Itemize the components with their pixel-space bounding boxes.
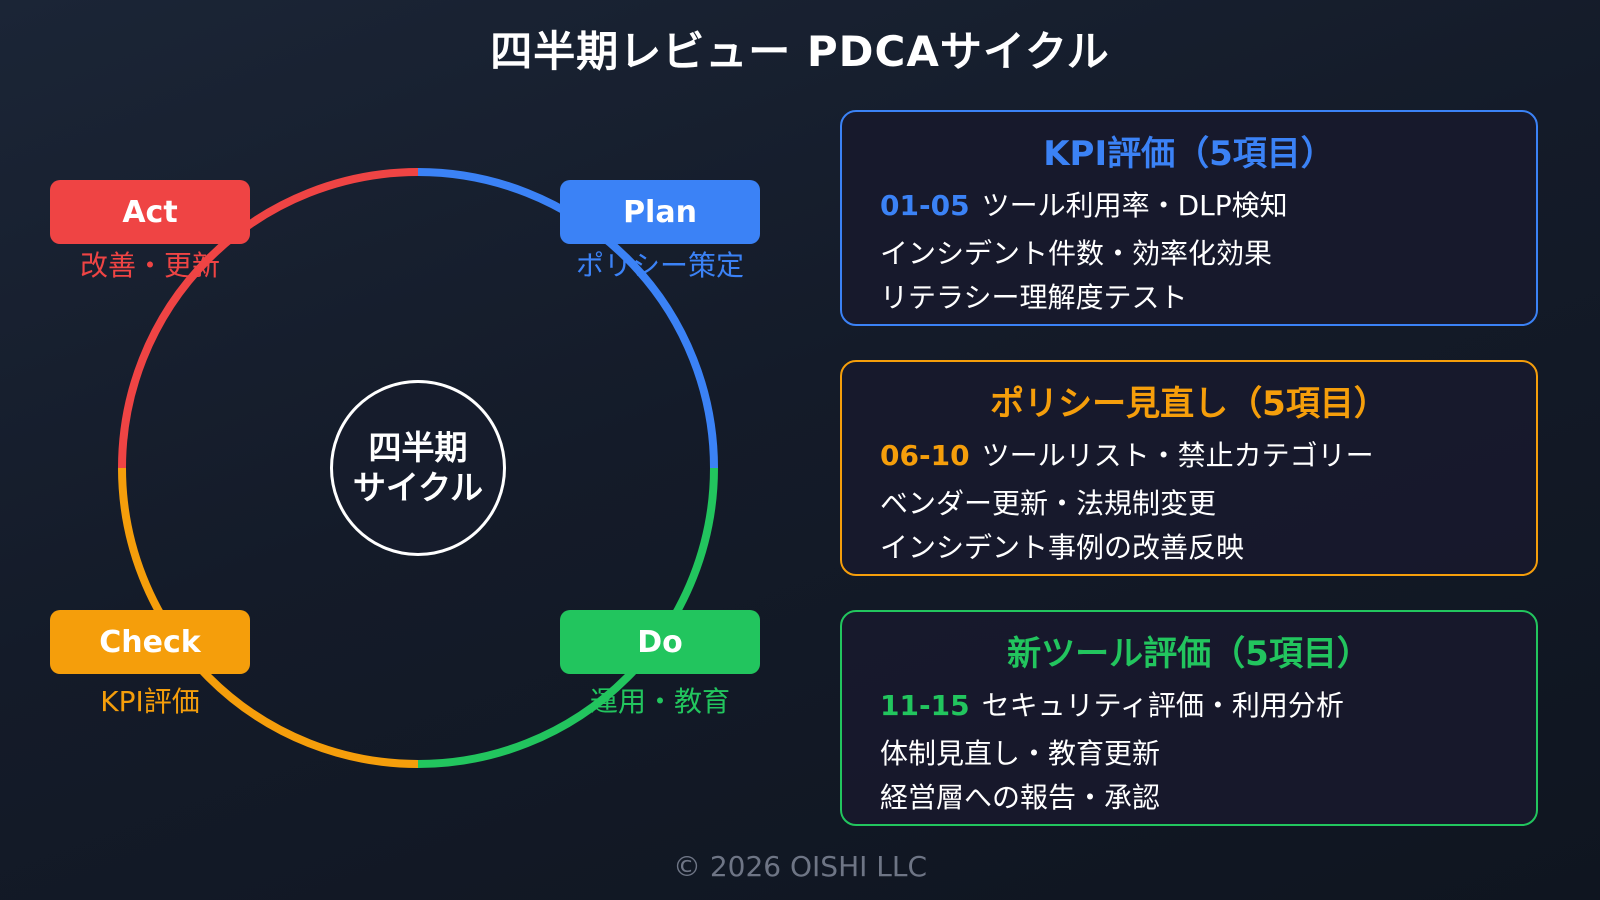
policy-review-card: ポリシー見直し（5項目） 06-10 ツールリスト・禁止カテゴリー ベンダー更新・… bbox=[840, 360, 1538, 576]
card-range: 11-15 bbox=[880, 689, 970, 722]
act-node: Act bbox=[50, 180, 250, 244]
ring-arc-check bbox=[118, 467, 419, 768]
kpi-card: KPI評価（5項目） 01-05 ツール利用率・DLP検知 インシデント件数・効率… bbox=[840, 110, 1538, 326]
card-line: ベンダー更新・法規制変更 bbox=[880, 487, 1217, 520]
ring-arc-plan bbox=[417, 168, 718, 469]
card-title: 新ツール評価（5項目） bbox=[1007, 634, 1371, 674]
card-line: 経営層への報告・承認 bbox=[880, 781, 1161, 814]
do-label: Do bbox=[637, 624, 683, 660]
center-line-2: サイクル bbox=[352, 468, 484, 507]
center-line-1: 四半期 bbox=[368, 428, 468, 467]
card-line: 06-10 ツールリスト・禁止カテゴリー bbox=[880, 434, 1374, 474]
card-line: インシデント事例の改善反映 bbox=[880, 531, 1245, 564]
do-node: Do bbox=[560, 610, 760, 674]
card-line-text: ツール利用率・DLP検知 bbox=[981, 189, 1288, 222]
page-title: 四半期レビュー PDCAサイクル bbox=[490, 27, 1110, 76]
check-node: Check bbox=[50, 610, 250, 674]
act-subtitle: 改善・更新 bbox=[79, 249, 220, 282]
check-subtitle: KPI評価 bbox=[100, 685, 200, 718]
check-label: Check bbox=[99, 624, 201, 660]
ring-arc-do bbox=[417, 467, 718, 768]
card-title: KPI評価（5項目） bbox=[1043, 134, 1335, 174]
card-line-text: ツールリスト・禁止カテゴリー bbox=[981, 439, 1374, 472]
do-subtitle: 運用・教育 bbox=[589, 685, 730, 718]
card-title: ポリシー見直し（5項目） bbox=[990, 384, 1388, 424]
card-range: 06-10 bbox=[880, 439, 970, 472]
center-cycle-label: 四半期 サイクル bbox=[330, 380, 506, 556]
card-line-text: セキュリティ評価・利用分析 bbox=[981, 689, 1344, 722]
card-line: リテラシー理解度テスト bbox=[880, 281, 1188, 314]
card-line: 01-05 ツール利用率・DLP検知 bbox=[880, 184, 1288, 224]
ring-arc-act bbox=[118, 168, 419, 469]
act-label: Act bbox=[122, 194, 178, 230]
plan-subtitle: ポリシー策定 bbox=[575, 249, 744, 282]
card-line: 体制見直し・教育更新 bbox=[880, 737, 1161, 770]
new-tool-card: 新ツール評価（5項目） 11-15 セキュリティ評価・利用分析 体制見直し・教育更… bbox=[840, 610, 1538, 826]
plan-node: Plan bbox=[560, 180, 760, 244]
card-line: 11-15 セキュリティ評価・利用分析 bbox=[880, 684, 1344, 724]
plan-label: Plan bbox=[623, 194, 697, 230]
card-range: 01-05 bbox=[880, 189, 970, 222]
card-line: インシデント件数・効率化効果 bbox=[880, 237, 1273, 270]
copyright-footer: © 2026 OISHI LLC bbox=[672, 850, 928, 883]
